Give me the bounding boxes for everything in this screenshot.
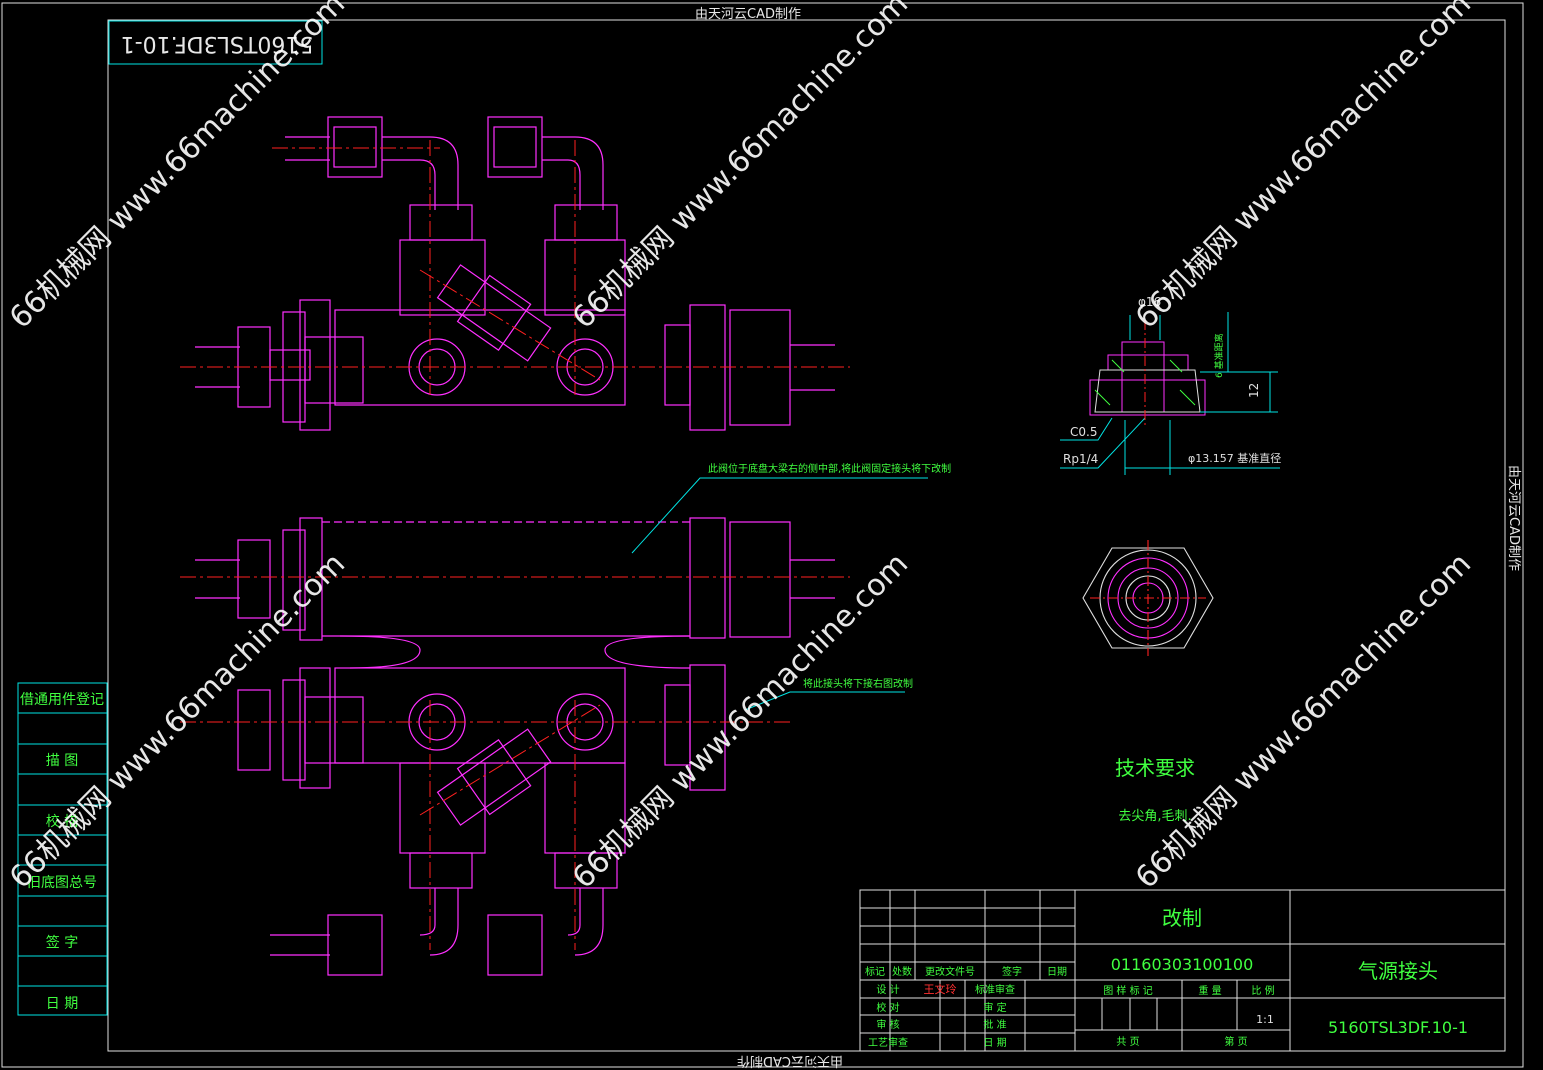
mirrored-code-box: 5160TSL3DF.10-1 [108,20,323,65]
modify-label: 改制 [1162,906,1202,930]
lower-valve-assembly [195,517,835,976]
top-caption: 由天河云CAD制作 [695,7,801,22]
total-pages: 共 页 [1116,1036,1139,1048]
role-check: 校 对 [876,1001,899,1014]
part-name: 气源接头 [1358,959,1438,983]
panel-row-5: 签 字 [46,934,78,951]
thread-label: Rp1/4 [1063,452,1098,466]
dim-right-small: 6 基准距离 [1213,333,1225,378]
title-block [859,889,1506,1052]
tech-content: 去尖角,毛刺. [1118,809,1191,824]
std-check: 标准审查 [975,983,1015,996]
upper-centerlines [180,140,850,395]
role-process: 工艺审查 [868,1036,908,1049]
chamfer-label: C0.5 [1070,425,1097,439]
weight-label: 重 量 [1198,984,1221,997]
note-lower: 将此接头将下接右图改制 [803,677,913,690]
title-block-text: 改制 01160303100100 气源接头 5160TSL3DF.10-1 标… [865,906,1468,1049]
left-panel: 借通用件登记 描 图 校 描 旧底图总号 签 字 日 期 [17,682,108,1016]
drawing-number: 01160303100100 [1111,955,1254,974]
scale-value: 1:1 [1256,1013,1274,1026]
panel-row-3: 校 描 [46,813,78,830]
rev-header-1: 标记 [865,966,885,978]
watermark-3: 66机械网 www.66machine.com [1129,0,1478,336]
annotation-leaders [631,477,928,711]
panel-row-2: 描 图 [46,753,78,769]
rev-header-5: 日期 [1047,966,1067,978]
panel-row-4: 旧底图总号 [27,875,97,891]
page-label: 第 页 [1224,1035,1247,1048]
right-caption: 由天河云CAD制作 [1506,465,1521,571]
mirrored-code: 5160TSL3DF.10-1 [121,31,314,56]
detail-section-view [1060,312,1280,475]
tech-title: 技术要求 [1115,756,1195,780]
note-upper: 此阀位于底盘大梁右的侧中部,将此阀固定接头将下改制 [708,462,951,475]
date-label: 日 期 [983,1037,1006,1049]
bottom-caption-group: 由天河云CAD制作 [737,1053,843,1068]
rev-header-2: 处数 [892,965,912,978]
panel-row-1: 借通用件登记 [20,692,104,708]
bottom-caption: 由天河云CAD制作 [737,1053,843,1068]
role-audit: 审 核 [876,1018,899,1031]
designer-name: 王文玲 [924,982,957,996]
hex-top-view [1082,540,1214,656]
dim-phi-bottom: φ13.157 基准直径 [1188,451,1281,465]
review-label: 审 定 [983,1001,1006,1014]
watermarks: 66机械网 www.66machine.com 66机械网 www.66mach… [3,0,1478,896]
panel-row-6: 日 期 [46,996,78,1012]
watermark-2: 66机械网 www.66machine.com [566,0,915,336]
approve-label: 批 准 [983,1018,1006,1031]
rev-header-4: 签字 [1002,965,1022,978]
stage-label: 图 样 标 记 [1103,984,1153,997]
watermark-5: 66机械网 www.66machine.com [566,546,915,895]
dim-height: 12 [1247,383,1261,398]
part-code: 5160TSL3DF.10-1 [1328,1018,1468,1037]
dim-phi-top: φ16 [1138,295,1161,309]
role-design: 设 计 [876,983,899,996]
lower-centerlines [180,576,850,950]
watermark-6: 66机械网 www.66machine.com [1129,546,1478,895]
rev-header-3: 更改文件号 [925,965,975,978]
right-caption-group: 由天河云CAD制作 [1506,465,1521,571]
scale-label: 比 例 [1251,984,1274,997]
